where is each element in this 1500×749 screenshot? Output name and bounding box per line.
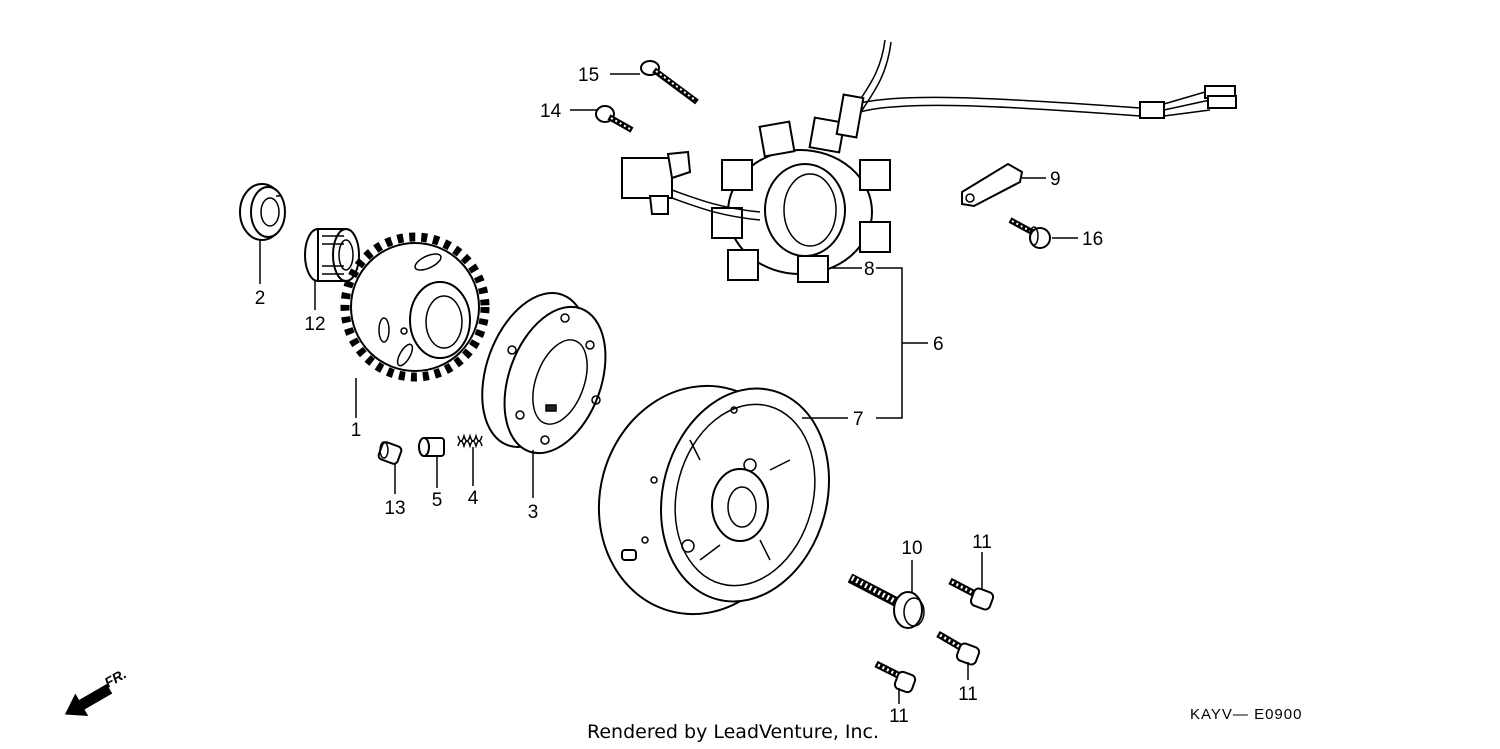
callout-6: 6 bbox=[933, 334, 944, 355]
callout-14: 14 bbox=[540, 101, 562, 122]
callout-11-bottom: 11 bbox=[889, 706, 909, 727]
front-direction-indicator: FR. bbox=[64, 665, 129, 716]
part-12-needle-bearing bbox=[304, 228, 360, 282]
render-credit: Rendered by LeadVenture, Inc. bbox=[587, 721, 879, 743]
callout-4: 4 bbox=[468, 488, 479, 509]
part-11-bolt-c bbox=[874, 660, 917, 694]
part-9-clamp bbox=[961, 162, 1024, 208]
front-arrow-icon bbox=[64, 683, 113, 716]
callout-16: 16 bbox=[1082, 229, 1103, 250]
callout-11-top: 11 bbox=[972, 532, 992, 553]
part-14-bolt bbox=[595, 105, 634, 133]
callout-7: 7 bbox=[853, 409, 864, 430]
part-7-flywheel bbox=[597, 384, 830, 616]
callout-2: 2 bbox=[255, 288, 266, 309]
part-16-bolt bbox=[1008, 217, 1051, 249]
callout-10: 10 bbox=[901, 538, 922, 559]
part-1-starter-driven-gear bbox=[340, 232, 490, 382]
callout-1: 1 bbox=[351, 420, 362, 441]
part-4-spring bbox=[457, 433, 483, 449]
leader-lines bbox=[259, 73, 1078, 704]
part-11-bolt-b bbox=[936, 630, 981, 666]
callout-9: 9 bbox=[1050, 169, 1061, 190]
part-3-starter-clutch bbox=[481, 292, 607, 455]
callout-11-right: 11 bbox=[958, 684, 978, 705]
part-11-bolt-a bbox=[948, 577, 995, 611]
callout-12: 12 bbox=[304, 314, 325, 335]
diagram-code: KAYV— E0900 bbox=[1190, 706, 1302, 723]
part-2-collar bbox=[239, 183, 286, 241]
callout-8: 8 bbox=[864, 259, 875, 280]
part-8-stator bbox=[621, 39, 1237, 283]
callout-5: 5 bbox=[432, 490, 443, 511]
part-5-plunger bbox=[418, 437, 445, 457]
part-10-bolt bbox=[847, 573, 925, 629]
callout-3: 3 bbox=[528, 502, 539, 523]
callout-13: 13 bbox=[384, 498, 405, 519]
part-13-roller bbox=[377, 441, 403, 465]
callout-15: 15 bbox=[578, 65, 599, 86]
part-15-bolt bbox=[640, 60, 699, 105]
